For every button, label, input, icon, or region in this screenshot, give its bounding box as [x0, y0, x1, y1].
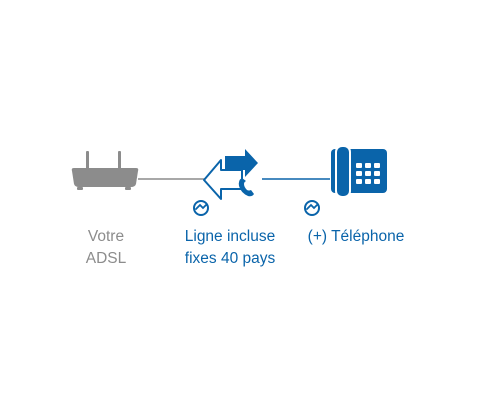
badge-icon-ligne: [193, 200, 209, 216]
telephone-label: (+) Téléphone: [296, 226, 416, 248]
ligne-label-line2: fixes 40 pays: [184, 250, 276, 267]
adsl-label-line2: ADSL: [85, 250, 127, 267]
desk-phone-icon: [331, 145, 387, 198]
badge-icon-telephone: [304, 200, 320, 216]
ligne-label: Ligne incluse fixes 40 pays: [165, 226, 295, 270]
exchange-arrows-icon: [203, 149, 258, 200]
adsl-label-line1: Votre: [87, 228, 125, 245]
telephone-label-line1: (+) Téléphone: [307, 228, 405, 245]
adsl-label: Votre ADSL: [66, 226, 146, 270]
handset-icon: [238, 178, 254, 197]
router-icon: [71, 151, 139, 190]
ligne-label-line1: Ligne incluse: [184, 228, 276, 245]
